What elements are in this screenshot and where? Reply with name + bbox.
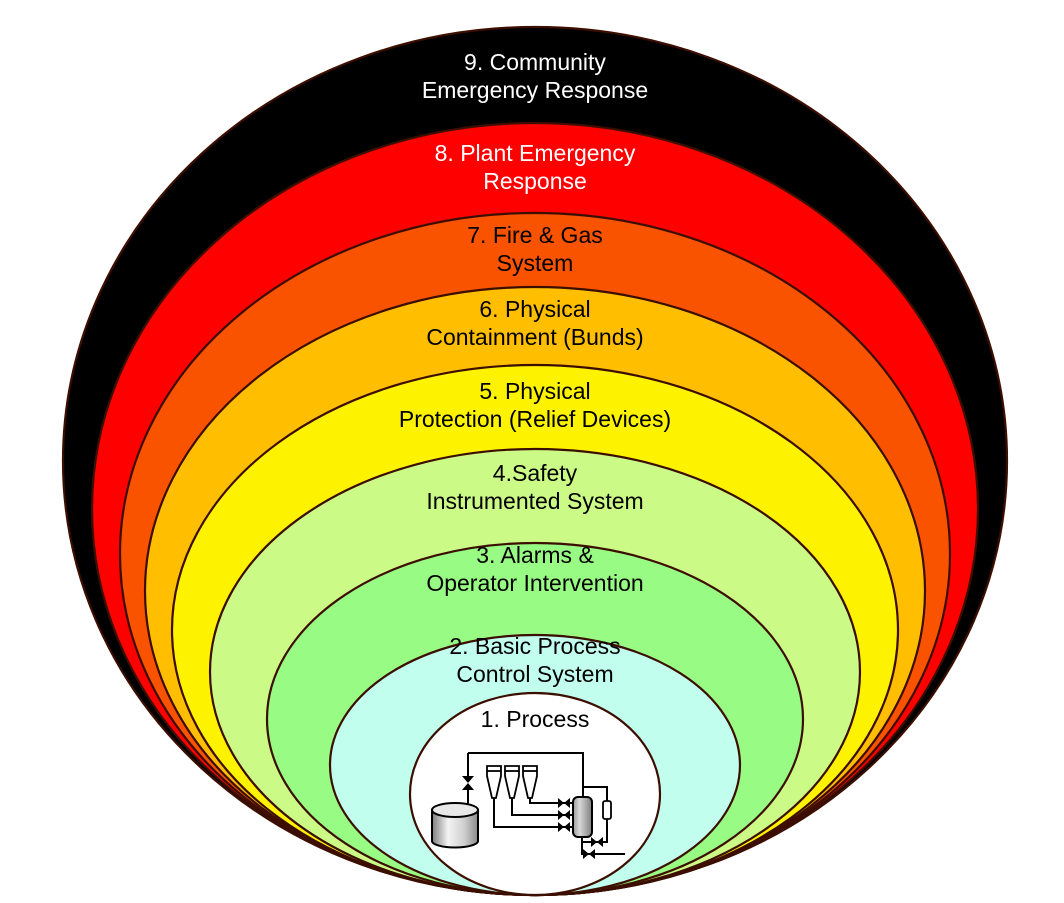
layer-2-label-line1: 2. Basic Process (449, 633, 621, 659)
layer-9-label-line2: Emergency Response (421, 77, 649, 103)
layer-9-label-line1: 9. Community (464, 49, 606, 75)
layer-4-label: 4.Safety Instrumented System (426, 459, 643, 515)
layer-1-label: 1. Process (481, 705, 590, 733)
pipe (468, 752, 584, 797)
pipe (581, 837, 625, 855)
layer-7-label: 7. Fire & Gas System (467, 221, 602, 277)
process-vessel-icon (572, 796, 593, 838)
layer-8-label-line1: 8. Plant Emergency (434, 140, 636, 166)
valve-icon (583, 849, 595, 859)
layer-3-label-line1: 3. Alarms & (476, 542, 594, 568)
layer-3-label: 3. Alarms & Operator Intervention (426, 541, 643, 597)
sight-glass-icon (602, 800, 612, 820)
valve-icon (591, 837, 603, 847)
layer-2-label: 2. Basic Process Control System (449, 632, 620, 688)
cyclone-separator-icon (486, 765, 502, 799)
valve-icon (558, 798, 570, 808)
layer-8-label: 8. Plant Emergency Response (435, 139, 636, 195)
layer-1-label-line1: 1. Process (480, 706, 590, 732)
storage-tank-icon (431, 802, 479, 849)
layer-5-label-line1: 5. Physical (479, 378, 591, 404)
cyclone-separator-icon (504, 765, 520, 799)
valve-icon (558, 810, 570, 820)
valve-icon (462, 776, 474, 790)
layer-5-label-line2: Protection (Relief Devices) (398, 406, 672, 432)
pipe (511, 798, 573, 816)
valve-icon (558, 822, 570, 832)
layer-5-label: 5. Physical Protection (Relief Devices) (399, 377, 671, 433)
layer-7-label-line2: System (496, 250, 574, 276)
layer-8-label-line2: Response (483, 168, 587, 194)
layer-6-label-line2: Containment (Bunds) (426, 324, 644, 350)
layer-7-label-line1: 7. Fire & Gas (467, 222, 603, 248)
layer-9-label: 9. Community Emergency Response (422, 48, 648, 104)
process-schematic (431, 752, 625, 859)
protection-rings (61, 25, 1009, 897)
cyclone-separator-icon (522, 765, 538, 799)
layer-2-label-line2: Control System (456, 661, 614, 687)
layer-3-label-line2: Operator Intervention (426, 570, 644, 596)
layer-4-label-line1: 4.Safety (492, 460, 578, 486)
pipe (493, 798, 573, 828)
layer-6-label: 6. Physical Containment (Bunds) (426, 295, 643, 351)
layer-4-label-line2: Instrumented System (426, 488, 644, 514)
layer-6-label-line1: 6. Physical (479, 296, 591, 322)
